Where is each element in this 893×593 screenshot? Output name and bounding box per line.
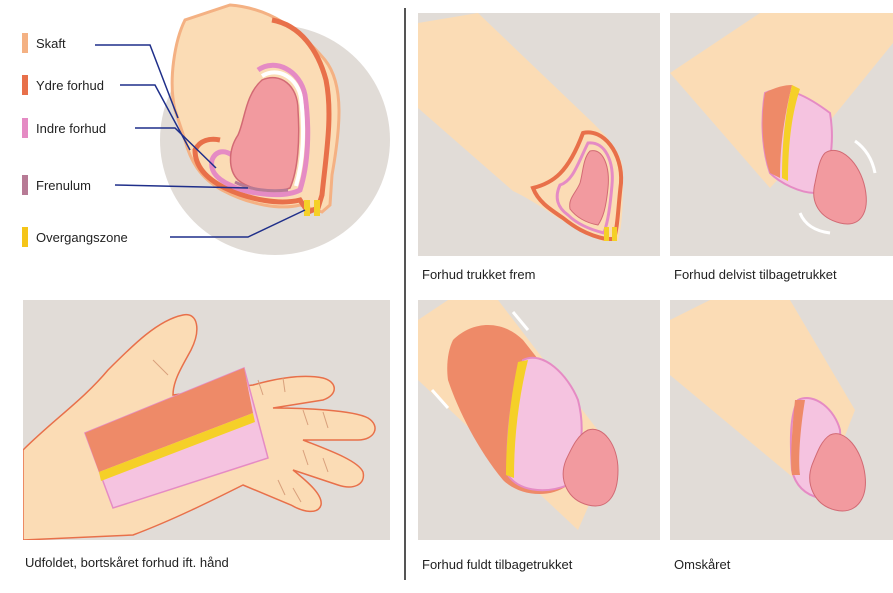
legend-label-inner-foreskin: Indre forhud: [36, 121, 106, 136]
legend-swatch-inner-foreskin: [22, 118, 28, 138]
illustration-circumcised: [670, 300, 893, 540]
legend-item-inner-foreskin: Indre forhud: [22, 118, 106, 138]
legend-label-outer-foreskin: Ydre forhud: [36, 78, 104, 93]
legend-swatch-shaft: [22, 33, 28, 53]
legend-label-shaft: Skaft: [36, 36, 66, 51]
legend-item-shaft: Skaft: [22, 33, 66, 53]
legend-swatch-frenulum: [22, 175, 28, 195]
illustration-foreskin-forward: [418, 13, 660, 256]
transition-zone-b: [612, 227, 617, 241]
legend-swatch-outer-foreskin: [22, 75, 28, 95]
caption-hand: Udfoldet, bortskåret forhud ift. hånd: [25, 555, 229, 570]
transition-zone-a: [604, 227, 609, 241]
legend-swatch-transition-zone: [22, 227, 28, 247]
caption-circumcised: Omskåret: [674, 557, 730, 572]
illustration-foreskin-partial: [670, 13, 893, 256]
legend-item-transition-zone: Overgangszone: [22, 227, 128, 247]
caption-forward: Forhud trukket frem: [422, 267, 535, 282]
panel-foreskin-partial: [670, 13, 893, 256]
panel-foreskin-forward: [418, 13, 660, 256]
hand-panel: [23, 300, 390, 540]
legend-label-frenulum: Frenulum: [36, 178, 91, 193]
caption-partial: Forhud delvist tilbagetrukket: [674, 267, 837, 282]
legend-item-outer-foreskin: Ydre forhud: [22, 75, 104, 95]
transition-zone-b: [314, 200, 320, 216]
vertical-divider: [404, 8, 406, 580]
illustration-foreskin-full: [418, 300, 660, 540]
legend-label-transition-zone: Overgangszone: [36, 230, 128, 245]
caption-full: Forhud fuldt tilbagetrukket: [422, 557, 572, 572]
legend-item-frenulum: Frenulum: [22, 175, 91, 195]
panel-circumcised: [670, 300, 893, 540]
transition-zone-a: [304, 200, 310, 216]
hand-illustration: [23, 300, 390, 540]
panel-foreskin-full: [418, 300, 660, 540]
glans: [814, 150, 867, 224]
